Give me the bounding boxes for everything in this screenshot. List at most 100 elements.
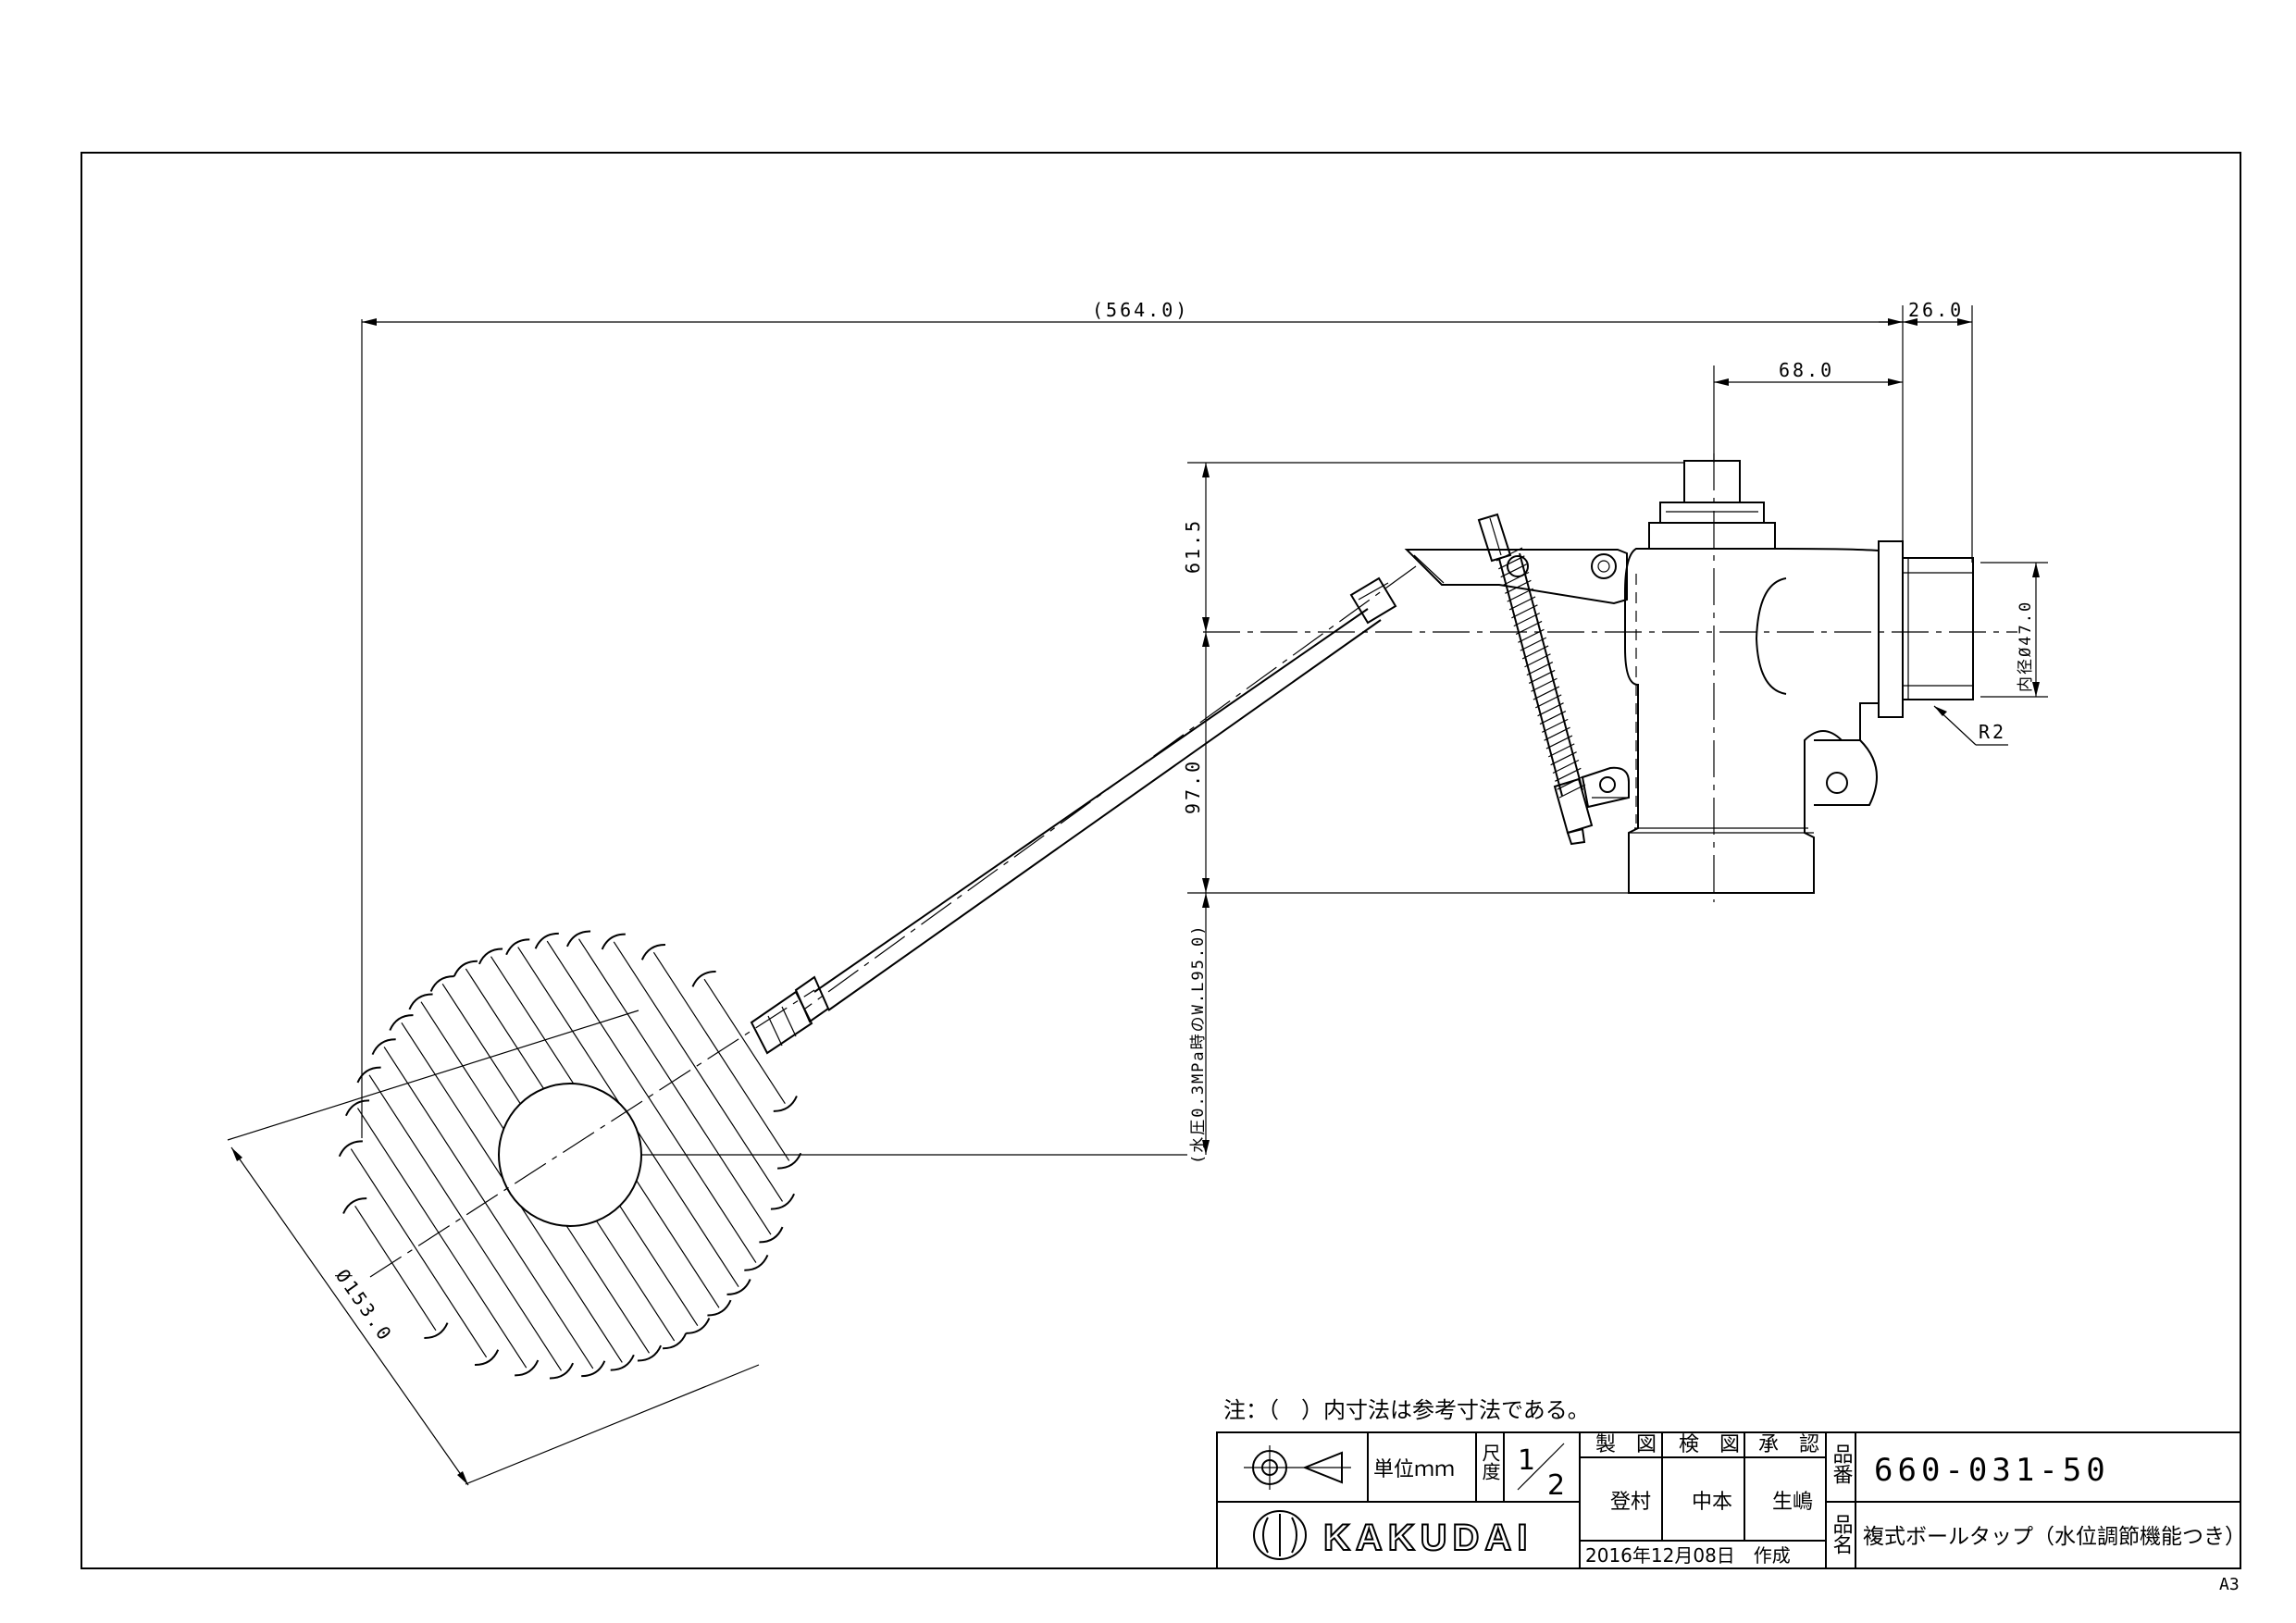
dim-overall-length: (564.0) [361,299,1903,1138]
ball-rib-cap [707,1299,732,1317]
screw-thread [1502,571,1530,587]
screw-thread [1520,637,1547,651]
ball-rib-cap [371,1038,396,1056]
dim-inner-diameter-label: 内径Ø47.0 [2017,601,2035,692]
ball-rib [652,951,790,1161]
ball-rib [577,938,772,1235]
dim-top-right-label: 26.0 [1908,299,1964,321]
ball-rib-cap [601,933,626,950]
checked-label: 検 図 [1679,1433,1740,1456]
screw-thread [1531,677,1558,692]
screw-thread [1555,767,1582,782]
ball-rib-cap [534,932,559,949]
screw-thread [1534,694,1562,709]
part-no-label: 品番 [1830,1443,1854,1484]
screw-thread [1539,711,1567,725]
ball-rib-cap [338,1140,363,1158]
screw-thread [1537,702,1564,717]
screw-thread [1498,555,1525,570]
screw-thread [1518,628,1545,643]
dim-vertical-stack: 61.5 97.0 (水圧0.3MPa時のW.L95.0) [574,462,1684,1164]
ball-rib-cap [389,1014,414,1031]
dim-body-width-label: 68.0 [1779,359,1834,381]
scale-numerator: 1 [1518,1444,1535,1477]
screw-thread [1552,759,1580,774]
part-no: 660-031-50 [1874,1452,2110,1489]
company-name: KAKUDAI [1323,1518,1533,1558]
drawn-by: 登村 [1610,1491,1651,1514]
lever-arm [750,549,1628,1055]
ball-rib-cap [663,1332,688,1350]
dim-body-width: 68.0 [1713,359,1903,463]
drawn-label: 製 図 [1595,1433,1657,1456]
scale-denominator: 2 [1547,1469,1565,1502]
screw-thread [1545,735,1573,750]
ball-rib-cap [726,1279,751,1295]
screw-thread [1524,653,1551,668]
ball-rib [546,940,757,1263]
screw-thread [1526,662,1554,676]
ball-rib-cap [640,943,665,960]
valve-body [1203,453,2017,902]
ball-rib-cap [505,938,530,956]
screw-thread [1507,588,1533,602]
ball-rib-cap [777,1152,802,1170]
screw-thread [1505,579,1532,594]
ball-rib-cap [686,1318,711,1334]
screw-thread [1496,547,1523,562]
ball-rib-cap [429,975,454,992]
ball-rib-cap [342,1197,367,1214]
scale-label: 尺度 [1479,1443,1501,1481]
adjusting-screw [1477,513,1630,846]
ball-rib [350,1148,488,1358]
ball-rib-cap [408,993,433,1010]
ball-rib-cap [691,971,716,987]
screw-thread [1548,743,1575,758]
ball-rib-cap [744,1254,769,1271]
ball-rib-cap [344,1099,370,1117]
dim-top-right: 26.0 [1879,299,1973,563]
ball-rib-cap [356,1066,381,1084]
ball-rib-cap [773,1096,798,1112]
part-name: 複式ボールタップ（水位調節機能つき） [1863,1525,2246,1549]
title-block: 単位ｍｍ 尺度 1 2 KAKUDAI 製 図 検 図 承 認 登村 中本 生嶋… [1216,1431,2246,1569]
screw-thread [1513,613,1541,627]
part-name-label: 品名 [1830,1514,1853,1555]
screw-thread [1521,645,1549,660]
screw-thread [1500,564,1527,578]
ball-rib-cap [424,1322,449,1339]
ball-rib-cap [515,1359,540,1377]
sheet-size: A3 [2219,1575,2240,1594]
projection-symbol [1244,1445,1351,1490]
screw-thread [1541,718,1569,733]
ball-rib-cap [549,1362,575,1380]
ball-rib [354,1205,437,1332]
ball-rib-cap [565,930,591,948]
dim-ball-diameter-label: Ø153.0 [331,1265,397,1346]
unit-label: 単位ｍｍ [1373,1458,1455,1481]
dim-upper-height-label: 61.5 [1182,518,1204,574]
approved-label: 承 認 [1758,1433,1819,1456]
ball-rib-cap [475,1349,500,1367]
dim-lower-height-label: 97.0 [1182,759,1204,814]
thread-callout: R2 [1933,705,2008,746]
screw-thread [1550,751,1577,766]
ball-rib-cap [478,948,503,965]
checked-by: 中本 [1692,1491,1732,1514]
ball-rib [368,1074,563,1371]
screw-thread [1544,726,1570,741]
ball-rib [613,941,784,1202]
screw-thread [1528,669,1556,684]
screw-thread [1511,604,1538,619]
drawing-border [81,152,2241,1569]
ball-rib-cap [610,1354,635,1371]
ball-rib [703,978,786,1105]
thread-label: R2 [1979,721,2006,743]
screw-thread [1508,596,1536,611]
float-ball [338,930,815,1380]
company-logo: KAKUDAI [1253,1510,1533,1560]
ball-rib-cap [637,1344,663,1362]
ball-rib-cap [759,1226,784,1244]
dim-ball-diameter: Ø153.0 [227,1010,760,1486]
